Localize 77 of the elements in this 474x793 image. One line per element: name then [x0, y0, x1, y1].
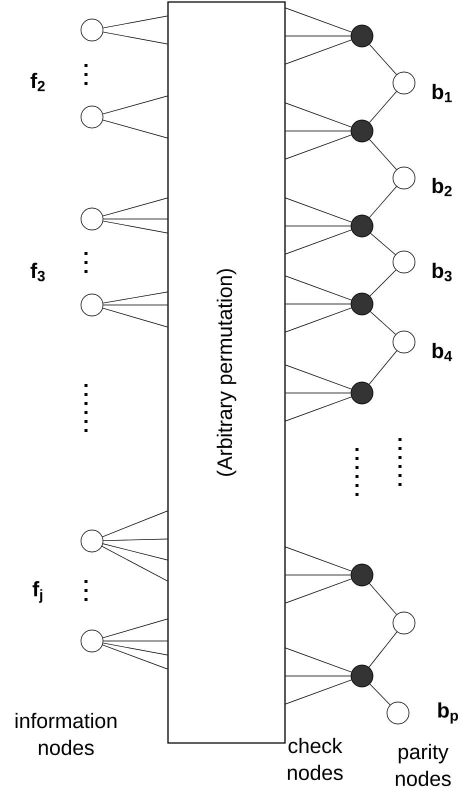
- subscripted-label: b$_{p}$: [438, 702, 458, 724]
- check-node-circle: [350, 564, 374, 586]
- connector-line: [103, 640, 168, 642]
- connector-line: [102, 96, 168, 114]
- connector-line: [285, 546, 352, 572]
- permutation-box: (Arbitrary permutation): [167, 1, 286, 744]
- connector-line: [285, 392, 351, 394]
- connector-line: [368, 350, 398, 385]
- information-node-circle: [80, 106, 104, 128]
- connector-line: [370, 684, 390, 706]
- connector-line: [285, 40, 352, 64]
- connector-line: [370, 233, 396, 255]
- connector-line: [285, 102, 352, 128]
- caption-label: check nodes: [288, 738, 343, 780]
- connector-line: [285, 134, 352, 160]
- information-node-circle: [80, 530, 104, 552]
- connector-line: [369, 44, 397, 75]
- connector-line: [102, 642, 168, 656]
- connector-line: [285, 680, 352, 704]
- parity-node-circle: [392, 72, 416, 94]
- connector-line: [368, 632, 398, 668]
- connector-line: [102, 16, 168, 28]
- parity-node-circle: [392, 612, 416, 634]
- connector-line: [285, 396, 352, 422]
- connector-line: [102, 546, 168, 582]
- connector-line: [369, 583, 397, 615]
- subscripted-label: b$_{3}$: [432, 262, 452, 282]
- subscripted-label: b$_{1}$: [432, 84, 452, 102]
- check-node-circle: [350, 664, 374, 688]
- connector-line: [102, 32, 168, 44]
- connector-line: [285, 198, 352, 222]
- information-node-circle: [80, 208, 104, 230]
- connector-line: [102, 510, 168, 538]
- parity-node-circle: [386, 702, 410, 724]
- connector-line: [102, 543, 168, 560]
- connector-line: [369, 139, 397, 170]
- connector-line: [370, 311, 396, 335]
- subscripted-label: f$_{2}$: [30, 72, 45, 92]
- connector-line: [102, 644, 168, 670]
- connector-line: [285, 364, 352, 390]
- check-node-circle: [350, 214, 374, 238]
- subscripted-label: b$_{4}$: [432, 342, 452, 362]
- connector-line: [285, 574, 351, 576]
- check-node-circle: [350, 292, 374, 316]
- parity-node-circle: [392, 166, 416, 190]
- connector-line: [285, 230, 352, 254]
- caption-label: information nodes: [16, 712, 116, 756]
- connector-line: [285, 276, 352, 300]
- connector-line: [103, 538, 168, 542]
- connector-line: [285, 130, 351, 132]
- connector-line: [103, 304, 168, 306]
- check-node-circle: [350, 24, 374, 48]
- caption-label: parity nodes: [396, 744, 451, 786]
- connector-line: [102, 308, 168, 328]
- check-node-circle: [350, 120, 374, 142]
- connector-line: [102, 198, 168, 216]
- connector-line: [285, 578, 352, 604]
- connector-line: [103, 218, 168, 220]
- connector-line: [102, 220, 168, 234]
- connector-line: [102, 120, 168, 138]
- connector-line: [102, 292, 168, 304]
- information-node-circle: [80, 630, 104, 652]
- parity-node-circle: [392, 250, 416, 274]
- connector-line: [102, 618, 168, 638]
- subscripted-label: b$_{2}$: [432, 178, 452, 196]
- check-node-circle: [350, 382, 374, 404]
- parity-node-circle: [392, 330, 416, 354]
- connector-line: [369, 186, 397, 218]
- information-node-circle: [80, 18, 104, 42]
- subscripted-label: f$_{3}$: [30, 262, 45, 282]
- connector-line: [285, 8, 352, 32]
- subscripted-label: f$_{j}$: [32, 581, 42, 603]
- information-node-circle: [80, 294, 104, 316]
- connector-line: [285, 648, 352, 672]
- connector-line: [285, 308, 352, 332]
- connector-line: [369, 91, 397, 123]
- connector-line: [370, 270, 396, 296]
